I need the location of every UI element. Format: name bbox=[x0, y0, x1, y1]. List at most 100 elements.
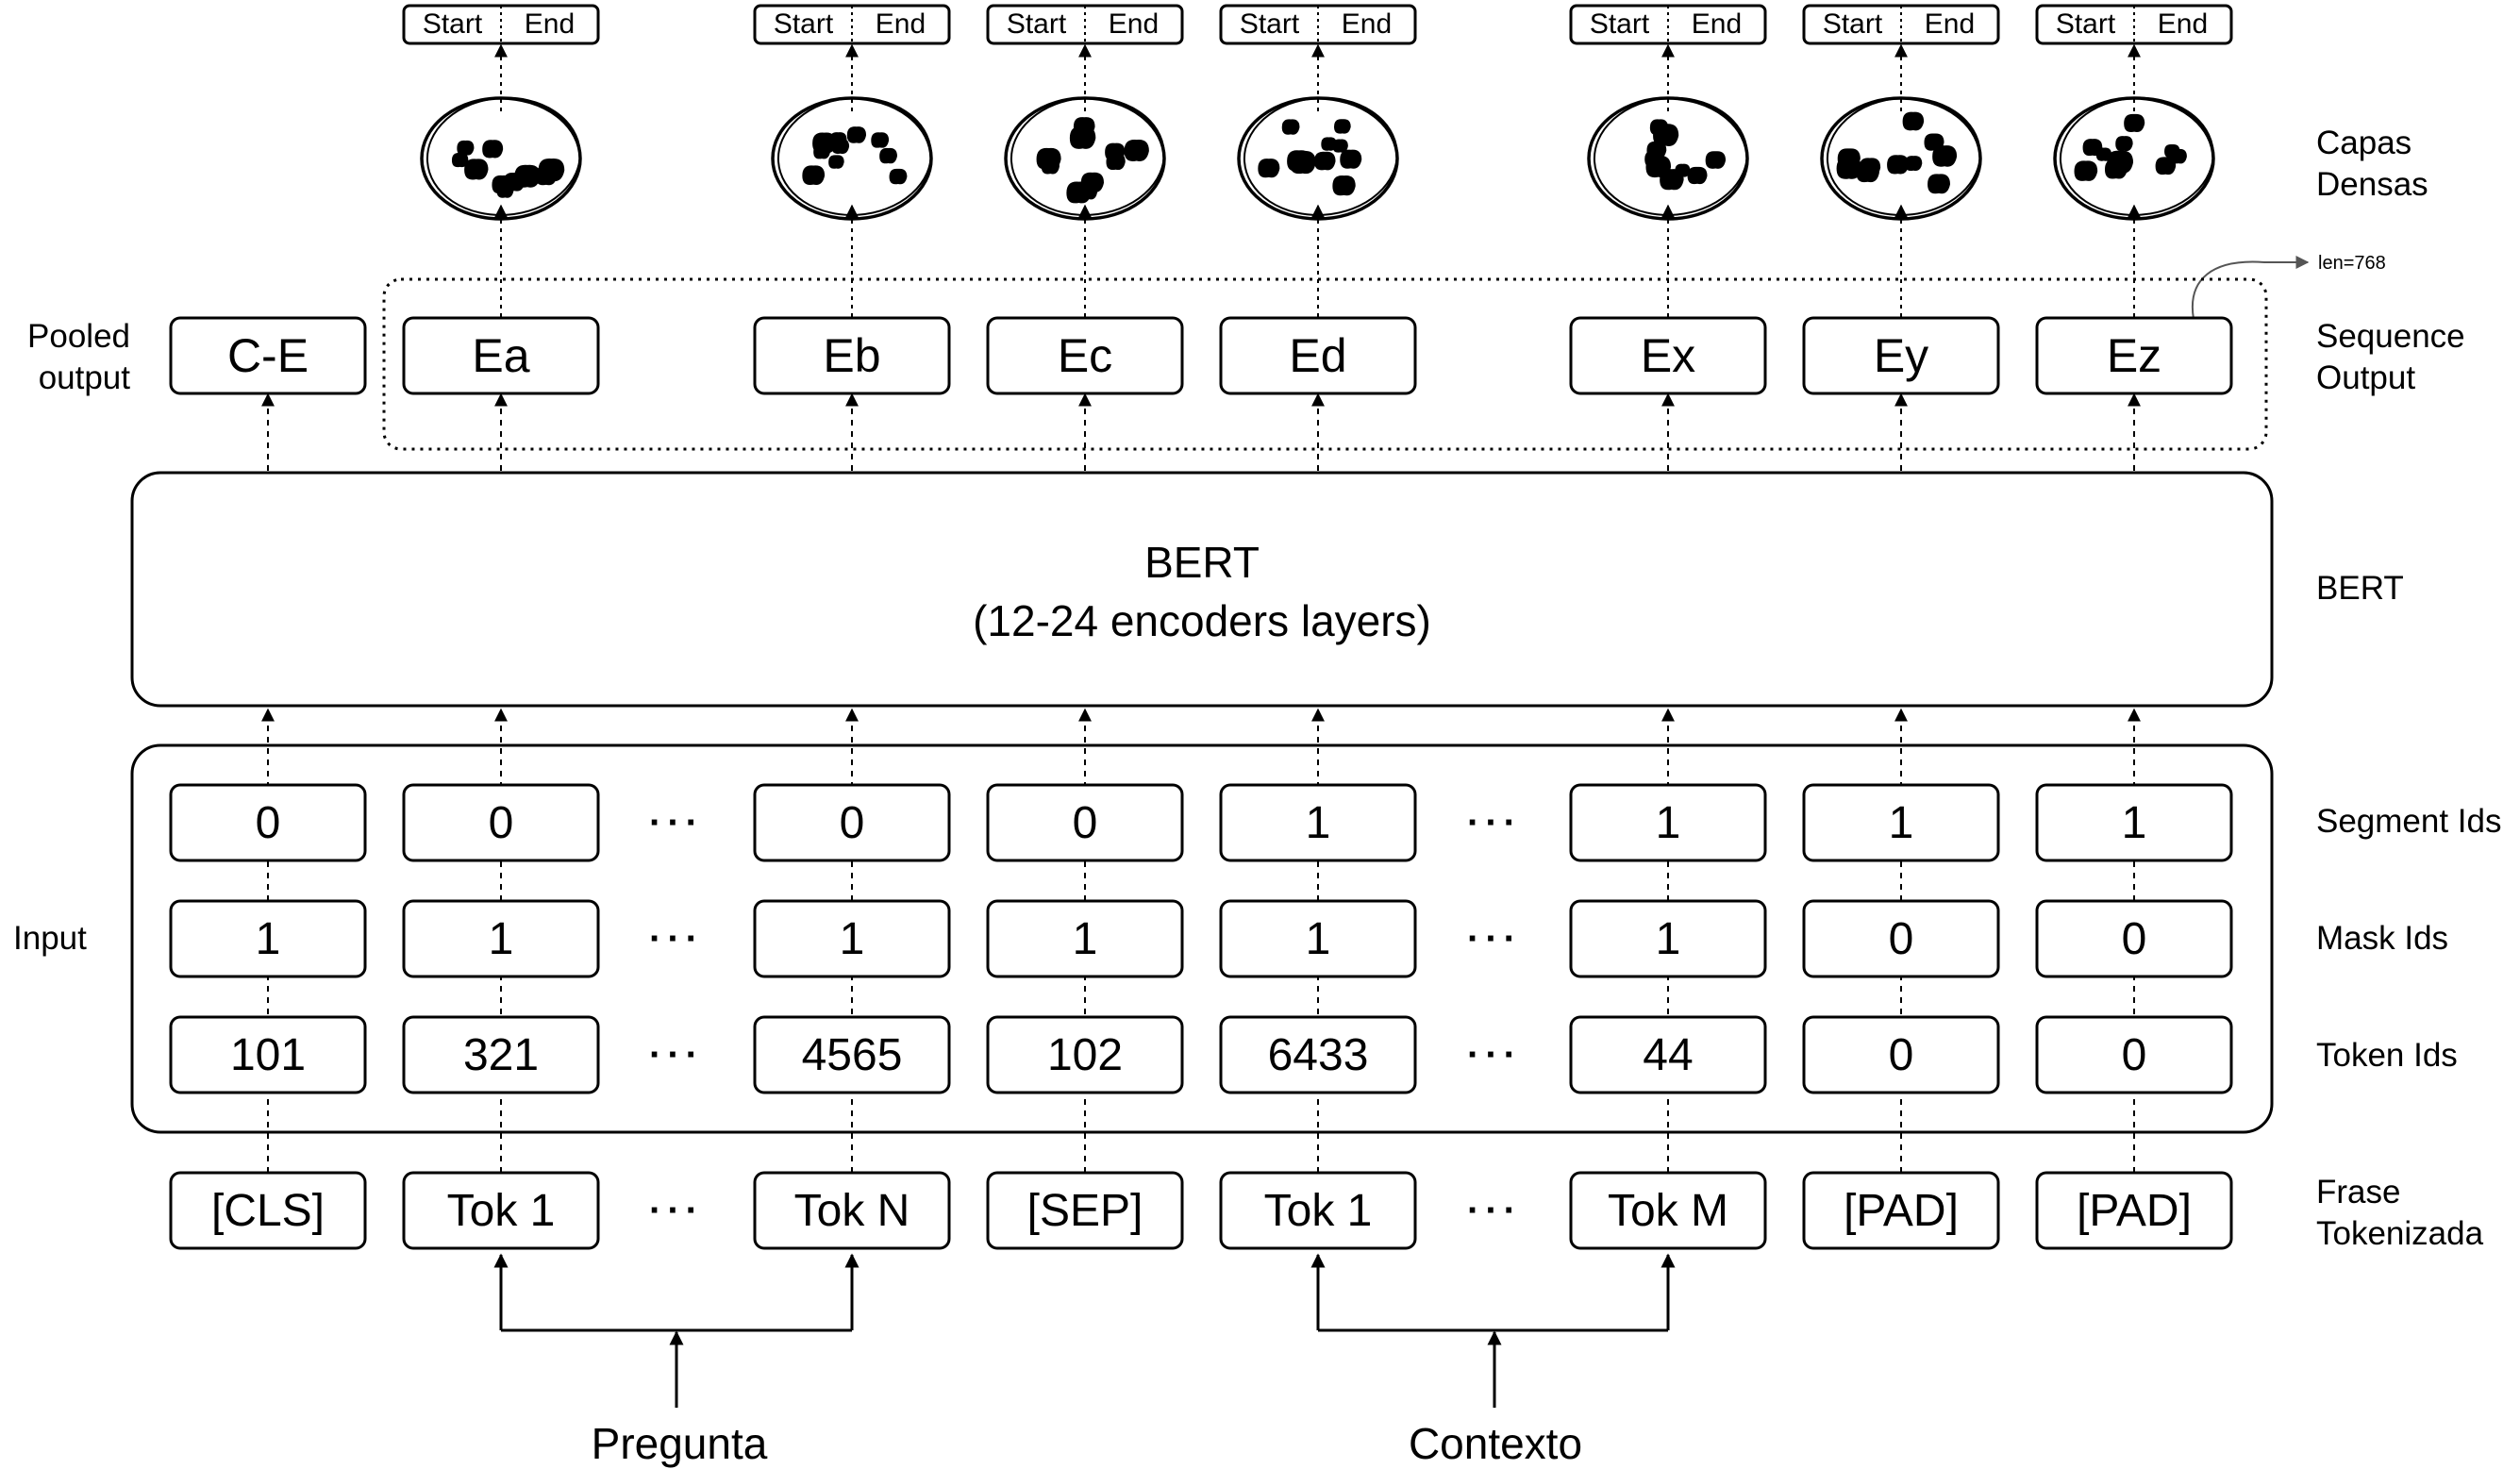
token-box bbox=[986, 1171, 1184, 1250]
neuron-dot bbox=[2104, 159, 2128, 179]
token-label: [PAD] bbox=[1844, 1185, 1959, 1236]
token-label: Tok N bbox=[793, 1185, 910, 1236]
neuron-dot bbox=[2164, 143, 2180, 159]
token-id-box bbox=[753, 1015, 951, 1094]
segment-id-box bbox=[1219, 783, 1417, 862]
neuron-dot bbox=[1687, 166, 1708, 185]
pregunta-label: Pregunta bbox=[591, 1419, 768, 1468]
token-label: [CLS] bbox=[210, 1185, 325, 1236]
neuron-dot bbox=[2074, 160, 2098, 181]
end-label: End bbox=[1691, 8, 1743, 40]
neuron-dot bbox=[871, 132, 890, 148]
neuron-dot bbox=[802, 165, 826, 186]
segment-id-label: 0 bbox=[255, 797, 281, 848]
token-id-label: 0 bbox=[1888, 1029, 1914, 1080]
ellipsis: ··· bbox=[649, 1033, 704, 1076]
ellipsis: ··· bbox=[649, 801, 704, 843]
neuron-dot bbox=[1340, 149, 1362, 169]
neuron-dot bbox=[1887, 155, 1910, 175]
segment-ids-label: Segment Ids bbox=[2316, 803, 2502, 840]
token-id-box bbox=[1219, 1015, 1417, 1094]
neuron-dot bbox=[831, 138, 850, 155]
output-box-label: Ed bbox=[1289, 329, 1347, 382]
len-annotation: len=768 bbox=[2318, 253, 2386, 274]
mask-ids-label: Mask Ids bbox=[2316, 920, 2449, 957]
neuron-dot bbox=[1124, 140, 1149, 161]
mask-id-box bbox=[1802, 899, 2000, 978]
sequence-output-label: Sequence Output bbox=[2316, 318, 2465, 396]
ellipsis: ··· bbox=[649, 917, 704, 960]
output-box bbox=[2035, 316, 2233, 395]
dense-layer-blobs bbox=[420, 96, 2215, 221]
neuron-dot bbox=[1675, 163, 1691, 177]
neuron-dot bbox=[1649, 119, 1669, 136]
bert-side-label: BERT bbox=[2316, 570, 2404, 607]
mask-id-label: 0 bbox=[1888, 913, 1914, 964]
token-label: Tok 1 bbox=[1263, 1185, 1373, 1236]
output-box-label: C-E bbox=[226, 329, 309, 382]
neuron-dot bbox=[812, 132, 837, 154]
token-id-box bbox=[2035, 1015, 2233, 1094]
mask-id-label: 1 bbox=[488, 913, 514, 964]
mask-id-label: 1 bbox=[255, 913, 281, 964]
end-label: End bbox=[1108, 8, 1160, 40]
end-label: End bbox=[1924, 8, 1976, 40]
token-box bbox=[1569, 1171, 1767, 1250]
neuron-dot bbox=[846, 126, 867, 143]
bert-title: BERT (12-24 encoders layers) bbox=[132, 533, 2272, 650]
mask-id-label: 0 bbox=[2121, 913, 2147, 964]
neuron-dot bbox=[538, 159, 565, 182]
token-id-label: 0 bbox=[2121, 1029, 2147, 1080]
dense-layer-ellipse-stroke bbox=[1826, 96, 1981, 216]
segment-id-label: 1 bbox=[1655, 797, 1681, 848]
token-box bbox=[402, 1171, 600, 1250]
neuron-dot bbox=[1705, 151, 1727, 169]
token-id-box bbox=[1802, 1015, 2000, 1094]
end-label: End bbox=[1341, 8, 1393, 40]
segment-id-label: 0 bbox=[1072, 797, 1098, 848]
token-label: Tok 1 bbox=[446, 1185, 556, 1236]
dense-layer-ellipse-stroke bbox=[1243, 96, 1398, 216]
neuron-dot bbox=[1836, 157, 1862, 179]
neuron-dot bbox=[1905, 156, 1923, 172]
output-box-label: Ey bbox=[1873, 329, 1929, 382]
token-box bbox=[1802, 1171, 2000, 1250]
segment-id-box bbox=[1802, 783, 2000, 862]
neuron-dot bbox=[1902, 111, 1925, 131]
dense-layer-ellipse-stroke bbox=[1010, 96, 1165, 216]
frase-tokenizada-label: Frase Tokenizada bbox=[2316, 1174, 2484, 1252]
neuron-dot bbox=[457, 140, 475, 156]
token-box bbox=[1219, 1171, 1417, 1250]
neuron-dot bbox=[1645, 155, 1672, 178]
output-box bbox=[402, 316, 600, 395]
neuron-dot bbox=[1281, 119, 1300, 135]
ellipsis: ··· bbox=[1467, 1189, 1522, 1231]
start-label: Start bbox=[1589, 8, 1650, 40]
segment-id-label: 1 bbox=[2121, 797, 2147, 848]
mask-id-box bbox=[402, 899, 600, 978]
neuron-dot bbox=[1069, 125, 1096, 149]
ellipsis: ··· bbox=[1467, 801, 1522, 843]
token-id-box bbox=[986, 1015, 1184, 1094]
output-box bbox=[169, 316, 367, 395]
neuron-dot bbox=[1856, 161, 1879, 183]
neuron-dot bbox=[1333, 119, 1351, 134]
mask-id-box bbox=[1569, 899, 1767, 978]
token-box bbox=[169, 1171, 367, 1250]
token-id-label: 4565 bbox=[801, 1029, 903, 1080]
neuron-dot bbox=[1321, 137, 1337, 151]
dense-layer-ellipse-stroke bbox=[426, 96, 581, 216]
end-label: End bbox=[524, 8, 576, 40]
neuron-dot bbox=[2095, 147, 2112, 161]
neuron-dot bbox=[1080, 172, 1105, 192]
ellipsis: ··· bbox=[649, 1189, 704, 1231]
token-ids-label: Token Ids bbox=[2316, 1037, 2458, 1074]
mask-id-box bbox=[753, 899, 951, 978]
token-id-box bbox=[402, 1015, 600, 1094]
pooled-output-label: Pooled output bbox=[27, 318, 130, 396]
neuron-dot bbox=[1106, 153, 1126, 171]
neuron-dot bbox=[1287, 150, 1311, 172]
dense-layer-ellipse bbox=[771, 96, 933, 221]
output-box bbox=[1569, 316, 1767, 395]
